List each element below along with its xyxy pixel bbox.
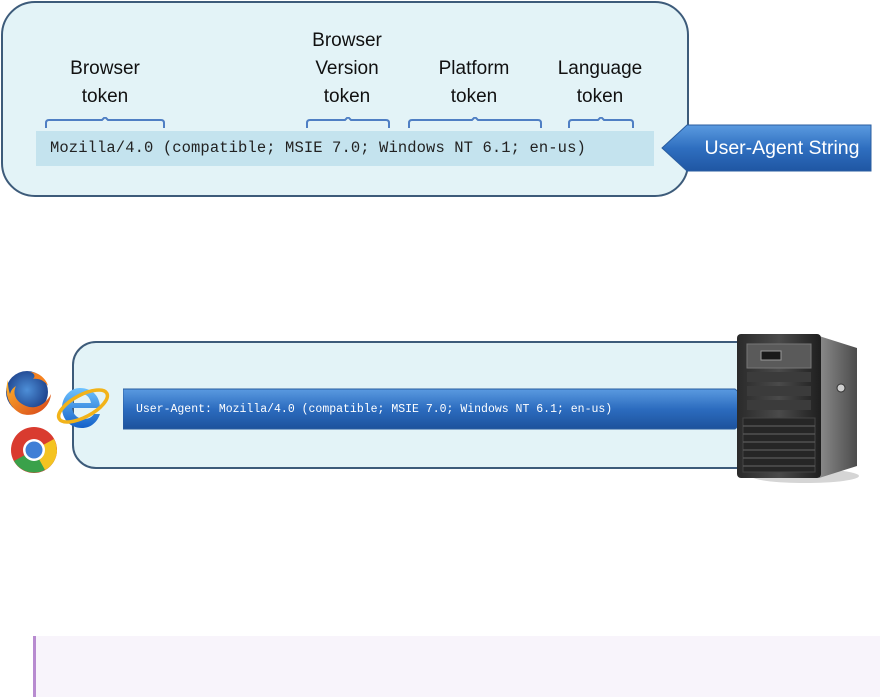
browser-version-token-bracket [306,117,390,128]
callout-label: User-Agent String [704,137,860,159]
firefox-icon [6,371,52,415]
server-tower-icon [737,334,859,483]
note-box [33,636,880,697]
user-agent-string-callout: User-Agent String [661,124,873,172]
platform-token-bracket [408,117,542,128]
browser-token-label: Browser token [70,58,140,107]
browser-token-bracket [45,117,165,128]
callout-arrow-shape [661,124,872,172]
user-agent-string-text: Mozilla/4.0 (compatible; MSIE 7.0; Windo… [50,139,586,157]
chrome-icon [11,427,57,473]
browser-version-token-label: Browser Version token [312,30,382,107]
user-agent-string-bar: Mozilla/4.0 (compatible; MSIE 7.0; Windo… [36,131,654,166]
internet-explorer-icon [56,388,110,428]
language-token-bracket [568,117,634,128]
user-agent-request-header: User-Agent: Mozilla/4.0 (compatible; MSI… [136,403,613,416]
language-token-label: Language token [557,58,643,107]
platform-token-label: Platform token [438,58,510,107]
